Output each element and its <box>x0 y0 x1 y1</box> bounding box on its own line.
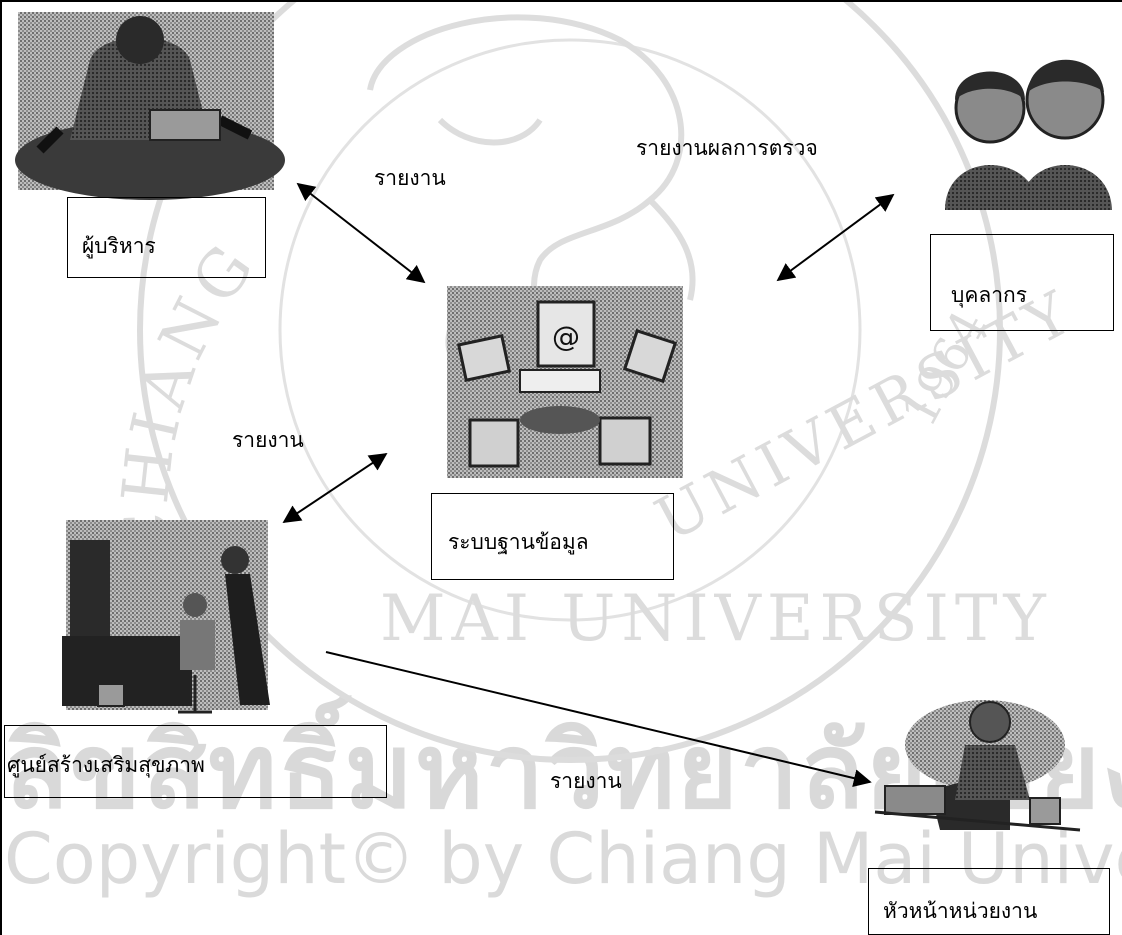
edge-label-health-center-report: รายงาน <box>232 428 304 452</box>
frame-top-border <box>0 0 1122 2</box>
executive-label: ผู้บริหาร <box>82 234 156 258</box>
edge-label-exam-results-report: รายงานผลการตรวจ <box>636 136 818 160</box>
personnel-clipart-icon <box>945 59 1112 210</box>
health-center-box: ศูนย์สร้างเสริมสุขภาพ <box>4 725 387 798</box>
edge-label-unit-head-report: รายงาน <box>550 769 622 793</box>
executive-clipart-icon <box>15 12 285 200</box>
watermark-copyright-text: Copyright© by Chiang Mai University <box>4 818 1122 900</box>
frame-left-border <box>0 0 2 935</box>
health-center-label: ศูนย์สร้างเสริมสุขภาพ <box>7 753 205 777</box>
seal-bottom-text: MAI UNIVERSITY <box>380 582 1052 656</box>
unit-head-box: หัวหน้าหน่วยงาน <box>868 868 1110 935</box>
database-network-clipart-icon: @ <box>447 286 683 478</box>
arrow-executive-database <box>296 182 426 284</box>
personnel-box: บุคลากร <box>930 234 1114 331</box>
personnel-label: บุคลากร <box>951 283 1028 307</box>
executive-box: ผู้บริหาร <box>67 197 266 278</box>
health-center-clipart-icon <box>62 520 270 714</box>
arrow-health-center-unit-head <box>325 651 872 787</box>
unit-head-label: หัวหน้าหน่วยงาน <box>883 899 1038 923</box>
database-box: ระบบฐานข้อมูล <box>431 493 674 580</box>
svg-text:@: @ <box>552 320 580 353</box>
arrow-database-personnel <box>776 193 895 282</box>
unit-head-clipart-icon <box>874 700 1081 832</box>
arrow-health-center-database <box>282 453 388 523</box>
edge-label-executive-report: รายงาน <box>374 166 446 190</box>
database-label: ระบบฐานข้อมูล <box>448 530 589 554</box>
